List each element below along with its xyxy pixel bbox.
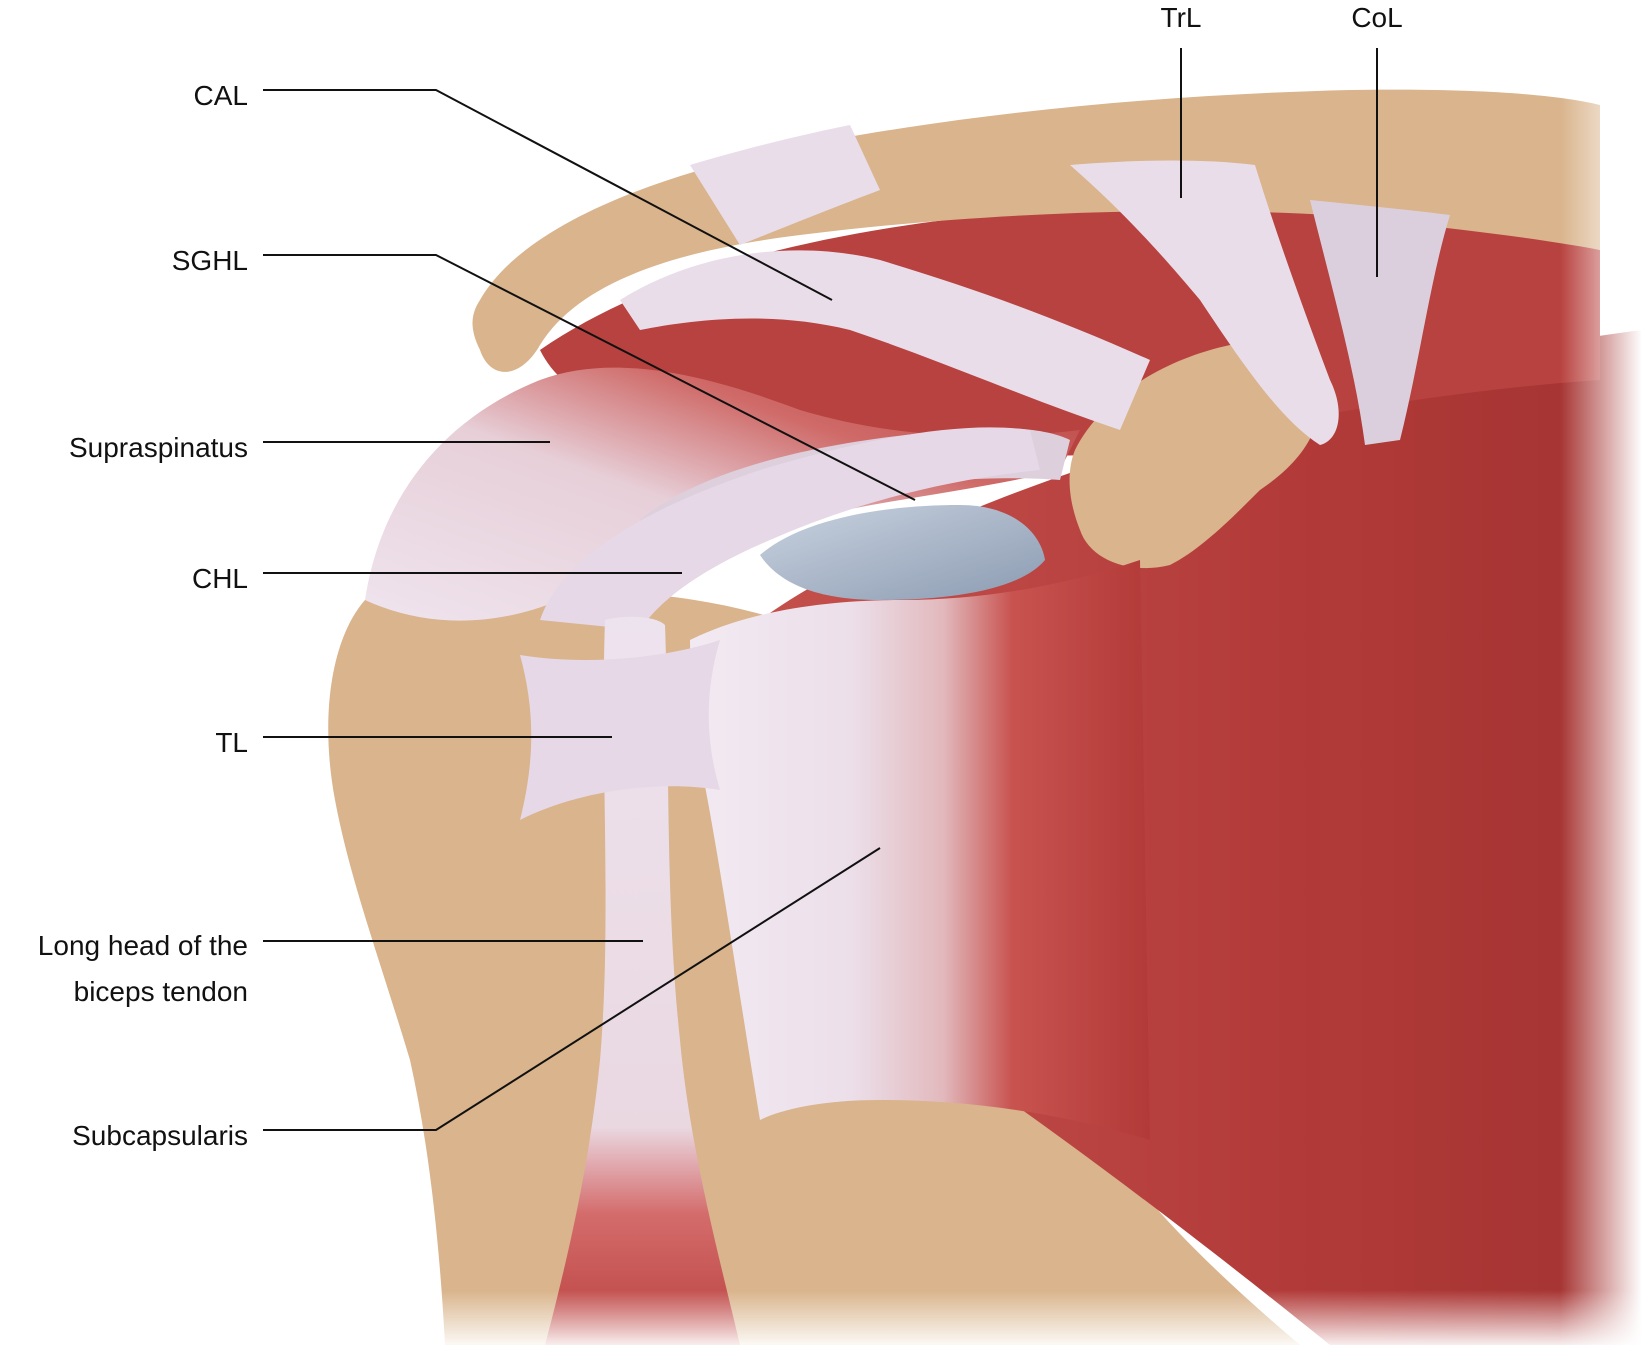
coracoacromial-ligament: [620, 250, 1150, 430]
lhbt-label-line2: biceps tendon: [74, 976, 248, 1007]
subscapularis-leader-line: [263, 847, 881, 1131]
sghl-leader-line: [263, 254, 916, 501]
trapezoid-ligament: [1070, 160, 1339, 445]
col-label: CoL: [1351, 2, 1402, 33]
biceps-long-head-tendon: [545, 616, 740, 1345]
bottom-fade: [0, 1290, 1642, 1350]
chl-label: CHL: [192, 563, 248, 594]
lhbt-label-line1: Long head of the: [38, 930, 248, 961]
right-fade: [1560, 0, 1642, 1350]
subscapularis-label: Subcapsularis: [72, 1120, 248, 1151]
tl-label: TL: [215, 727, 248, 758]
trl-label: TrL: [1161, 2, 1202, 33]
cal-acromion-attachment: [690, 125, 880, 245]
sghl-label: SGHL: [172, 245, 248, 276]
glenoid-cartilage: [760, 505, 1045, 600]
conoid-ligament: [1310, 200, 1450, 445]
supraspinatus-label: Supraspinatus: [69, 432, 248, 463]
transverse-ligament: [520, 640, 720, 820]
cal-label: CAL: [194, 80, 248, 111]
cal-leader-line: [263, 89, 833, 301]
chl-ligament: [540, 427, 1040, 630]
subscapularis-tendon: [690, 560, 1150, 1140]
